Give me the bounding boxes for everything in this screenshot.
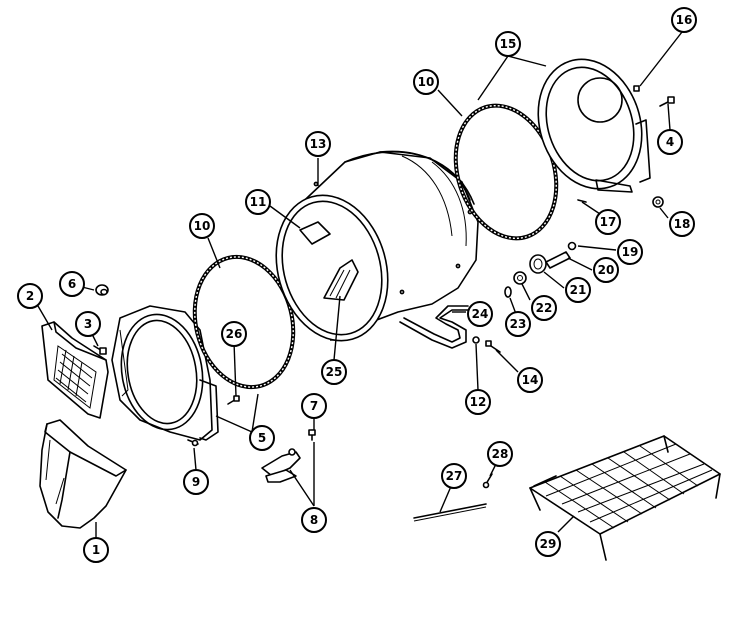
part-screw-16 [633, 85, 640, 92]
callout-21: 21 [565, 277, 591, 303]
svg-text:18: 18 [674, 217, 691, 231]
svg-text:3: 3 [84, 317, 92, 331]
callout-24: 24 [467, 301, 493, 327]
callout-23: 23 [505, 311, 531, 337]
svg-text:23: 23 [510, 317, 527, 331]
callout-28: 28 [487, 441, 513, 467]
part-grommet-12 [472, 336, 480, 344]
part-drum-glides [261, 448, 301, 483]
svg-text:2: 2 [26, 289, 34, 303]
svg-text:12: 12 [470, 395, 487, 409]
callout-10-front: 10 [189, 213, 215, 239]
callout-9: 9 [183, 469, 209, 495]
svg-text:19: 19 [622, 245, 639, 259]
svg-text:25: 25 [326, 365, 343, 379]
part-fastener-26-front [227, 395, 240, 405]
svg-text:6: 6 [68, 277, 76, 291]
callout-20: 20 [593, 257, 619, 283]
part-lower-front-panel [39, 419, 127, 529]
callout-26: 26 [221, 321, 247, 347]
svg-text:5: 5 [258, 431, 266, 445]
callout-1: 1 [83, 537, 109, 563]
svg-text:7: 7 [310, 399, 318, 413]
part-drum-bracket [299, 221, 331, 245]
part-screw-3 [93, 345, 107, 355]
svg-text:21: 21 [570, 283, 587, 297]
svg-text:20: 20 [598, 263, 615, 277]
svg-text:16: 16 [676, 13, 693, 27]
callout-27: 27 [441, 463, 467, 489]
callout-11: 11 [245, 189, 271, 215]
svg-text:10: 10 [418, 75, 435, 89]
part-washer-22 [513, 271, 527, 285]
callout-29: 29 [535, 531, 561, 557]
callout-8: 8 [301, 507, 327, 533]
part-bearing-21 [529, 254, 547, 274]
callout-5: 5 [249, 425, 275, 451]
part-drive-belt [399, 305, 469, 349]
callout-10-rear: 10 [413, 69, 439, 95]
part-rear-bulkhead [537, 58, 651, 193]
svg-text:8: 8 [310, 513, 318, 527]
part-ring-23 [504, 286, 512, 298]
svg-text:26: 26 [226, 327, 243, 341]
part-washer-19 [567, 241, 577, 251]
callout-25: 25 [321, 359, 347, 385]
svg-text:29: 29 [540, 537, 557, 551]
svg-text:17: 17 [600, 215, 617, 229]
callout-16: 16 [671, 7, 697, 33]
callout-17: 17 [595, 209, 621, 235]
callout-22: 22 [531, 295, 557, 321]
callout-18: 18 [669, 211, 695, 237]
part-nut-18 [652, 196, 664, 208]
svg-text:22: 22 [536, 301, 553, 315]
part-screw-28 [482, 473, 493, 489]
part-drying-rack [529, 435, 721, 561]
part-rack-rod-27 [413, 503, 487, 522]
svg-text:28: 28 [492, 447, 509, 461]
callout-12: 12 [465, 389, 491, 415]
part-control-panel [41, 321, 109, 419]
svg-text:4: 4 [666, 135, 674, 149]
callout-3: 3 [75, 311, 101, 337]
part-drum-baffle [323, 259, 359, 301]
svg-text:9: 9 [192, 475, 200, 489]
svg-text:11: 11 [250, 195, 267, 209]
svg-text:10: 10 [194, 219, 211, 233]
part-bearing-6 [95, 284, 109, 296]
part-shaft-20 [545, 251, 571, 269]
part-screw-7 [308, 429, 316, 441]
svg-text:27: 27 [446, 469, 463, 483]
callout-4: 4 [657, 129, 683, 155]
part-screw-9 [187, 439, 199, 447]
svg-text:15: 15 [500, 37, 517, 51]
svg-text:14: 14 [522, 373, 539, 387]
callout-13: 13 [305, 131, 331, 157]
part-clip-17 [577, 199, 587, 203]
callout-2: 2 [17, 283, 43, 309]
part-front-felt-seal [192, 254, 296, 390]
part-screw-4 [659, 96, 675, 107]
svg-text:24: 24 [472, 307, 489, 321]
svg-text:1: 1 [92, 543, 100, 557]
svg-text:13: 13 [310, 137, 327, 151]
callout-19: 19 [617, 239, 643, 265]
callout-14: 14 [517, 367, 543, 393]
part-front-bulkhead [111, 305, 219, 441]
callout-15: 15 [495, 31, 521, 57]
callout-7: 7 [301, 393, 327, 419]
part-screw-14 [485, 340, 501, 353]
callout-6: 6 [59, 271, 85, 297]
